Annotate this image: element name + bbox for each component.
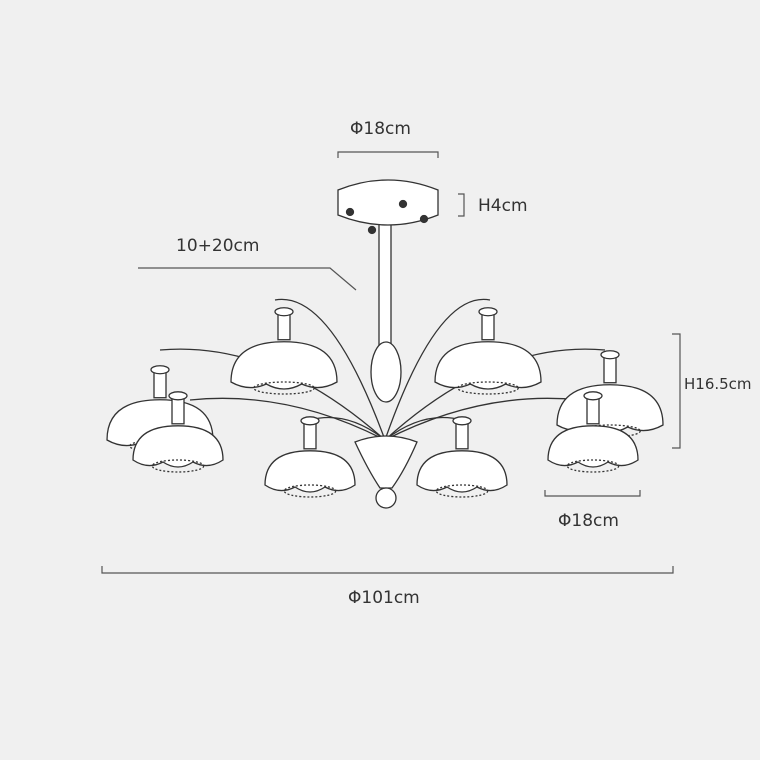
lamp-shade [556,384,664,433]
lamp-shade-cap [452,416,472,426]
dimension-lines [101,151,681,574]
lamp-shade-inner [253,381,315,395]
lamp-arm [384,298,491,441]
lamp-shade-inner [566,459,620,473]
central-body [354,435,418,489]
lamp-shade [434,341,542,390]
lamp-shade-cap [300,416,320,426]
lamp-shade-holder [586,397,600,425]
lamp-arm [189,397,386,441]
shade-diameter-label: Φ18cm [558,511,619,531]
lamp-shade-holder [603,356,617,384]
lamp-shade-cap [168,391,188,401]
lamp-shade-holder [153,371,167,399]
lamp-shade-inner [457,381,519,395]
stem [378,214,392,346]
lamp-shade-cap [274,307,294,317]
canopy-diameter-label: Φ18cm [350,119,411,139]
lamp-shade-holder [277,313,291,341]
canopy-screw [398,199,408,209]
lamp-shade-cap [478,307,498,317]
canopy [337,179,439,226]
canopy-screw [419,214,429,224]
canopy-screw [367,225,377,235]
lamp-shade-cap [150,365,170,375]
crystal-pendant [375,487,397,509]
overall-diameter-label: Φ101cm [348,588,420,608]
rod-length-leader [138,267,357,291]
shade-diameter-line [544,490,641,497]
canopy-diameter-line [337,151,439,158]
lamp-shade-inner [579,424,641,438]
lamp-arm [274,298,386,441]
lamp-shade [416,450,508,493]
shade-height-label: H16.5cm [684,375,752,393]
lamp-shade-cap [583,391,603,401]
lamp-shade-holder [455,422,469,450]
lamp-shade-cap [600,350,620,360]
overall-diameter-line [101,566,674,574]
stem-body [370,341,402,403]
canopy-height-label: H4cm [478,196,528,216]
canopy-screw [345,207,355,217]
lamp-shade [132,425,224,468]
lamp-shade-holder [481,313,495,341]
rod-length-label: 10+20cm [176,236,260,256]
lamp-shade-inner [283,484,337,498]
canopy-height-line [458,193,465,217]
lamp-shade-holder [303,422,317,450]
lamp-shade [264,450,356,493]
lamp-shade [547,425,639,468]
lamp-shade-inner [435,484,489,498]
lamp-shade [230,341,338,390]
lamp-arm [384,397,581,441]
lamp-shade-holder [171,397,185,425]
lamp-shade-inner [151,459,205,473]
chandelier [106,179,664,509]
shade-height-line [672,333,681,449]
